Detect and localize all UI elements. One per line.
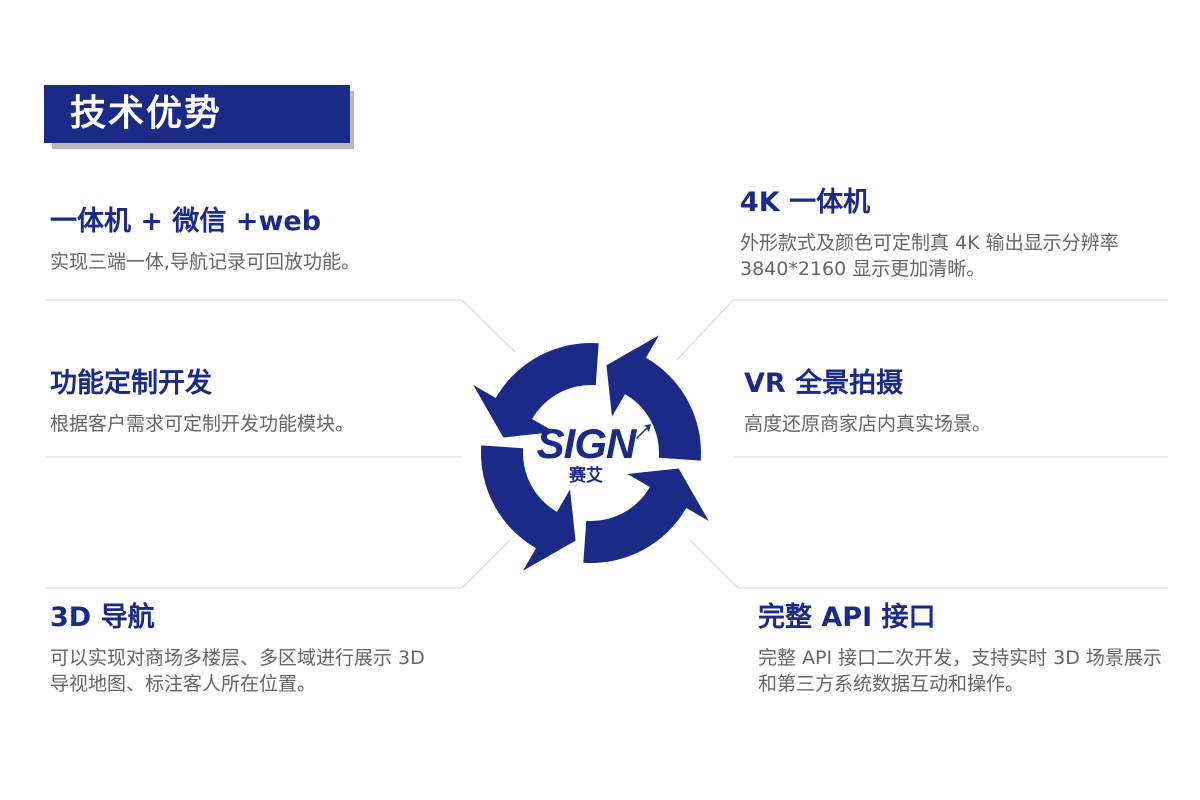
connector-bottom-right (689, 539, 1168, 589)
feature-desc: 高度还原商家店内真实场景。 (744, 413, 992, 435)
sign-logo: SIGN 赛艾 (516, 422, 656, 486)
feature-title: 4K 一体机 (740, 187, 871, 218)
feature-4k-kiosk: 4K 一体机 外形款式及颜色可定制真 4K 输出显示分辨率 3840*2160 … (740, 186, 1165, 282)
page-title: 技术优势 (70, 93, 223, 134)
logo-wordmark: SIGN (536, 420, 637, 467)
section-header: 技术优势 (44, 85, 358, 151)
feature-desc: 可以实现对商场多楼层、多区域进行展示 3D 导视地图、标注客人所在位置。 (50, 647, 425, 695)
feature-title: 3D 导航 (50, 602, 155, 633)
cycle-arrows (473, 335, 709, 571)
feature-title: 完整 API 接口 (758, 602, 936, 633)
feature-title: 一体机 + 微信 +web (50, 206, 322, 237)
section-header-bar: 技术优势 (44, 85, 350, 143)
cycle-arrow-top (473, 343, 599, 438)
connector-top-right (676, 299, 1168, 361)
connector-top-left (45, 299, 516, 353)
feature-desc: 根据客户需求可定制开发功能模块。 (50, 413, 355, 435)
feature-desc: 外形款式及颜色可定制真 4K 输出显示分辨率 3840*2160 显示更加清晰。 (740, 232, 1119, 280)
cycle-arrow-bottom (583, 468, 709, 563)
feature-3d-navigation: 3D 导航 可以实现对商场多楼层、多区域进行展示 3D 导视地图、标注客人所在位… (50, 601, 445, 697)
logo-subtitle: 赛艾 (569, 466, 603, 486)
feature-desc: 完整 API 接口二次开发，支持实时 3D 场景展示和第三方系统数据互动和操作。 (758, 647, 1162, 695)
feature-custom-dev: 功能定制开发 根据客户需求可定制开发功能模块。 (50, 367, 470, 437)
cycle-arrow-left (481, 445, 576, 571)
cycle-diagram (473, 335, 709, 571)
feature-title: VR 全景拍摄 (744, 368, 904, 399)
feature-vr-panorama: VR 全景拍摄 高度还原商家店内真实场景。 (744, 367, 1164, 437)
cycle-arrow-right (606, 335, 701, 461)
feature-title: 功能定制开发 (50, 368, 212, 399)
feature-kiosk-wechat-web: 一体机 + 微信 +web 实现三端一体,导航记录可回放功能。 (50, 205, 470, 275)
connector-bottom-left (45, 539, 511, 589)
logo-arrow-icon (636, 424, 651, 439)
feature-full-api: 完整 API 接口 完整 API 接口二次开发，支持实时 3D 场景展示和第三方… (758, 601, 1163, 697)
feature-desc: 实现三端一体,导航记录可回放功能。 (50, 251, 361, 273)
